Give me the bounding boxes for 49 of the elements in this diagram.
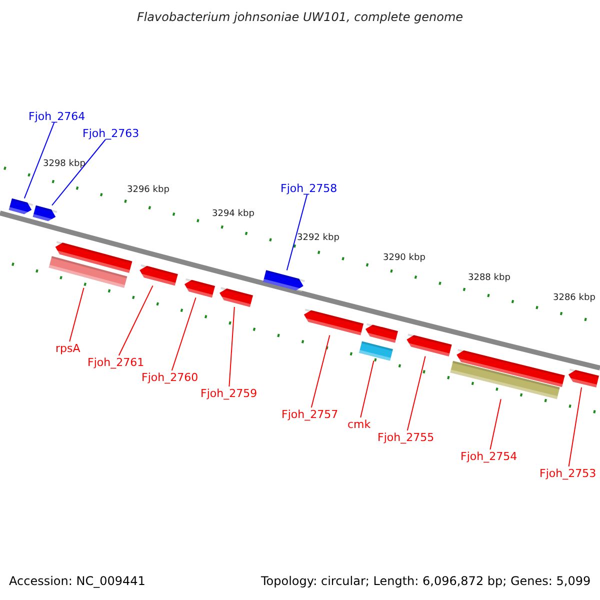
gene-label: Fjoh_2757 [282,408,338,420]
gene-label: Fjoh_2761 [88,356,144,368]
gene-label: Fjoh_2755 [378,430,434,444]
gene-label: rpsA [56,342,80,354]
feature-bar [48,256,128,288]
gene-block [567,368,599,388]
accession-text: Accession: NC_009441 [9,575,146,588]
gene-label: Fjoh_2760 [142,370,198,384]
gene-block [404,334,452,356]
gene-block [455,348,565,388]
gene-block [263,270,305,292]
leader-line [490,398,502,450]
leader-line [568,386,582,467]
gene-block [218,287,252,307]
leader-line [360,360,374,418]
tick-label: 3294 kbp [212,208,254,221]
feature-bar [450,360,560,400]
tick-label: 3290 kbp [383,252,426,265]
gene-label: Fjoh_2753 [540,466,596,480]
gene-label: Fjoh_2764 [28,110,86,122]
gene-block [32,205,58,223]
tick-label: 3292 kbp [297,232,340,245]
leader-line [310,334,330,408]
leader-line [406,356,426,431]
leader-line [24,122,55,199]
tick-label: 3288 kbp [468,272,510,285]
leader-line [118,285,154,356]
gene-block [54,241,132,273]
gene-label: cmk [348,418,371,430]
gene-block [182,278,216,298]
gene-label: Fjoh_2758 [280,182,338,194]
gene-block [364,323,398,343]
chart-title: Flavobacterium johnsoniae UW101, complete genome [136,11,464,24]
gene-block [302,308,364,336]
gene-block [138,264,178,286]
leader-line [286,194,308,271]
tick-label: 3296 kbp [127,184,170,197]
leader-line [228,306,235,387]
genome-info-text: Topology: circular; Length: 6,096,872 bp; Genes: 5,099 [261,575,591,588]
gene-block [8,198,34,216]
gene-label: Fjoh_2754 [460,450,518,462]
tick-label: 3286 kbp [553,292,596,305]
tick-label: 3298 kbp [43,158,86,171]
leader-line [171,297,196,371]
gene-label: Fjoh_2759 [200,386,258,400]
gene-label: Fjoh_2763 [82,126,140,140]
leader-line [52,139,106,206]
feature-bar [359,341,393,361]
leader-line [69,287,84,342]
